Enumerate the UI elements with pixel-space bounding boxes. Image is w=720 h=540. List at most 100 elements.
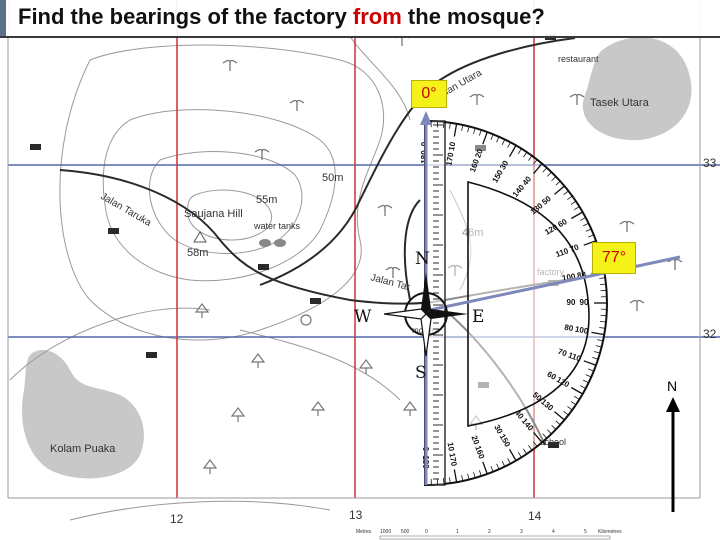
protractor-tick xyxy=(542,167,548,173)
protractor-tick xyxy=(523,448,528,455)
protractor-scale-label: 170 xyxy=(444,151,455,166)
protractor-tick xyxy=(554,411,565,421)
protractor-scale-label: 170 xyxy=(447,452,458,467)
protractor-tick xyxy=(599,320,607,323)
protractor-tick xyxy=(473,127,476,134)
protractor-tick xyxy=(594,351,601,354)
compass-rose: N S W E xyxy=(354,249,484,383)
protractor-tick xyxy=(599,277,606,279)
roads xyxy=(59,37,576,446)
protractor-scale-label: 100 xyxy=(574,325,589,336)
protractor-scale-label: 70 xyxy=(569,242,581,254)
protractor-tick xyxy=(461,475,464,482)
protractor-tick xyxy=(571,211,583,220)
protractor-tick xyxy=(496,463,500,470)
protractor-tick xyxy=(449,122,451,129)
protractor-tick xyxy=(533,441,538,447)
north-reference-arrowhead xyxy=(420,111,432,125)
protractor-tick xyxy=(501,461,506,467)
label-contour-55m: 55m xyxy=(256,194,277,206)
protractor-inner-cutout xyxy=(467,180,590,427)
protractor-tick xyxy=(555,180,561,186)
label-contour-50m: 50m xyxy=(322,172,343,184)
protractor-tick xyxy=(567,195,573,200)
protractor-tick xyxy=(528,155,533,161)
scale-tick-0: 0 xyxy=(425,529,428,535)
label-tasek-utara: Tasek Utara xyxy=(590,97,650,109)
protractor-tick xyxy=(574,395,580,400)
scale-units-metres: Metres xyxy=(356,529,372,535)
protractor-scale-label: 20 xyxy=(473,147,485,159)
label-water-tanks: water tanks xyxy=(253,221,301,231)
title-stripe xyxy=(0,0,6,36)
compass-east-label: E xyxy=(472,307,484,327)
protractor-scale-label: 100 xyxy=(561,272,576,283)
protractor-scale-label: 80 xyxy=(576,270,587,281)
protractor-body xyxy=(424,119,608,487)
north-arrow: N xyxy=(666,378,680,512)
protractor-tick xyxy=(551,176,557,182)
protractor-tick xyxy=(501,139,506,145)
northing-label-32: 32 xyxy=(703,327,717,341)
lake-kolam-puaka xyxy=(21,350,144,479)
scale-tick-500: 500 xyxy=(401,529,410,535)
protractor-tick xyxy=(583,222,589,227)
protractor-tick xyxy=(563,190,569,195)
protractor-scale-label: 20 xyxy=(470,434,482,446)
protractor-tick xyxy=(517,452,522,458)
label-restaurant: restaurant xyxy=(558,54,599,64)
title-prefix: Find the bearings of the factory xyxy=(18,4,353,29)
scale-tick-2: 2 xyxy=(488,529,491,535)
protractor: 0102030405060708090100110120130140150160… xyxy=(420,119,608,487)
trig-point-symbol xyxy=(193,231,207,243)
protractor-scale-label: 110 xyxy=(554,246,570,259)
protractor-tick xyxy=(580,385,586,389)
protractor-tick xyxy=(507,142,511,148)
protractor-tick xyxy=(588,234,594,238)
protractor-scale-label: 110 xyxy=(567,351,583,364)
protractor-scale-label: 90 xyxy=(567,298,576,307)
protractor-tick xyxy=(490,134,494,140)
title-highlight: from xyxy=(352,4,402,29)
easting-label-12: 12 xyxy=(170,512,184,526)
protractor-tick xyxy=(551,424,557,430)
protractor-tick xyxy=(599,283,607,286)
protractor-tick xyxy=(533,163,543,174)
protractor-tick xyxy=(442,121,445,129)
scale-units-kilometres: Kilometres xyxy=(598,529,622,535)
protractor-scale-label: 70 xyxy=(557,347,569,359)
protractor-scale-label: 10 xyxy=(447,141,458,152)
scale-tick-1: 1 xyxy=(456,529,459,535)
protractor-tick xyxy=(571,386,583,395)
protractor-tick xyxy=(574,206,580,211)
scale-tick-3: 3 xyxy=(520,529,523,535)
protractor-tick xyxy=(583,379,589,384)
protractor-tick xyxy=(585,228,592,232)
protractor-tick xyxy=(542,433,548,439)
protractor-scale-label: 10 xyxy=(446,442,457,453)
label-factory: factory xyxy=(537,267,565,277)
protractor-tick xyxy=(479,470,482,477)
protractor-tick xyxy=(592,357,599,360)
protractor-tick xyxy=(507,458,511,464)
protractor-tick xyxy=(528,445,533,451)
north-angle-label: 0° xyxy=(411,80,447,108)
protractor-tick xyxy=(599,327,606,329)
label-contour-58m: 58m xyxy=(187,247,208,259)
protractor-tick xyxy=(546,429,552,435)
vegetation-symbols xyxy=(222,34,683,311)
north-arrow-label: N xyxy=(667,378,677,394)
compass-south-label: S xyxy=(415,363,427,383)
protractor-tick xyxy=(546,171,552,177)
protractor-scale-label: 160 xyxy=(468,157,481,173)
protractor-scale-label: 80 xyxy=(564,323,575,334)
scale-tick-1000: 1000 xyxy=(380,529,391,535)
protractor-tick xyxy=(453,123,458,137)
protractor-tick xyxy=(461,124,464,131)
protractor-tick xyxy=(554,185,565,195)
title-bar: Find the bearings of the factory from th… xyxy=(0,0,720,38)
tree-symbols xyxy=(194,303,484,474)
protractor-tick xyxy=(496,136,500,143)
lake-tasek-utara xyxy=(582,37,692,141)
